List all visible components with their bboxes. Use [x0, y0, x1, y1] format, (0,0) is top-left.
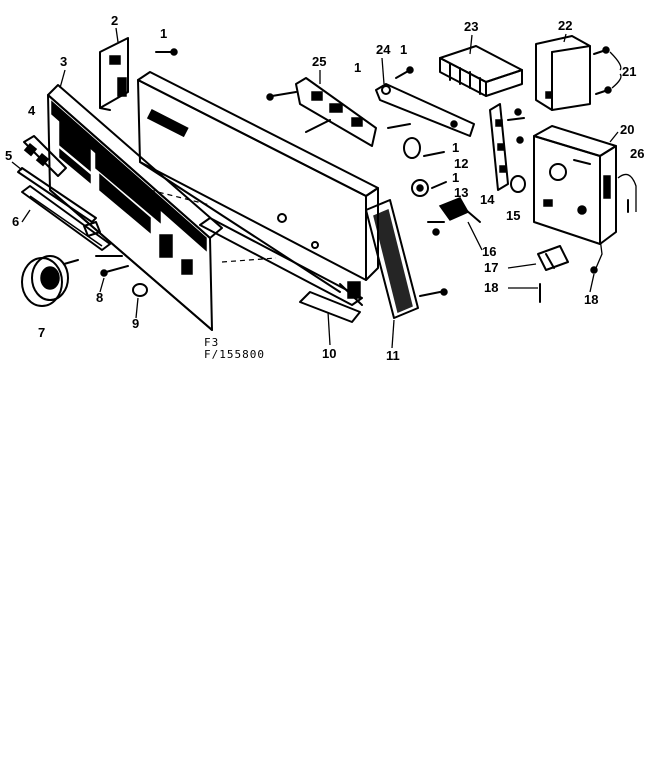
label-part-8: 8: [96, 290, 103, 305]
alignment-lines: [149, 189, 277, 263]
figure-number: F3: [204, 336, 219, 349]
label-part-5: 5: [5, 148, 12, 163]
label-part-6: 6: [12, 214, 19, 229]
figure-reference: F/155800: [204, 348, 265, 361]
screw: [100, 265, 129, 277]
screw: [395, 66, 414, 79]
clip: [83, 221, 101, 237]
label-part-1: 1: [400, 42, 407, 57]
switch-block: [23, 135, 67, 177]
screw-pair: [593, 46, 622, 95]
label-part-3: 3: [60, 54, 67, 69]
label-part-7: 7: [38, 325, 45, 340]
plug: [132, 283, 148, 297]
nut: [411, 179, 447, 197]
leader-lines: [11, 27, 619, 349]
label-part-1: 1: [452, 140, 459, 155]
label-part-25: 25: [312, 54, 326, 69]
connector: [427, 197, 481, 236]
switch-strip: [489, 103, 525, 191]
label-part-14: 14: [480, 192, 495, 207]
label-part-18: 18: [484, 280, 498, 295]
console-housing: [137, 71, 379, 323]
label-part-17: 17: [484, 260, 498, 275]
lamp: [510, 175, 526, 193]
control-panel-face: [47, 84, 223, 331]
label-part-4: 4: [28, 103, 36, 118]
label-part-24: 24: [376, 42, 391, 57]
label-part-1: 1: [452, 170, 459, 185]
control-knob: [21, 255, 79, 307]
filter-panel: [365, 199, 448, 319]
label-part-18: 18: [584, 292, 598, 307]
cam-part: [403, 137, 445, 159]
bracket-plate: [266, 77, 377, 147]
bracket-arm: [375, 83, 475, 137]
label-part-23: 23: [464, 19, 478, 34]
label-part-22: 22: [558, 18, 572, 33]
label-part-20: 20: [620, 122, 634, 137]
mounting-bracket: [99, 37, 129, 111]
button-bar: [21, 185, 111, 251]
label-part-1: 1: [160, 26, 167, 41]
label-part-11: 11: [386, 348, 400, 363]
plug-block: [537, 245, 569, 271]
label-part-15: 15: [506, 208, 520, 223]
callout-labels: 1 2 3 4 5 6 7 8 9 10 11 25 1 24 1 23 22 …: [5, 13, 644, 363]
label-part-26: 26: [630, 146, 644, 161]
figure-caption: F3 F/155800: [204, 336, 265, 361]
label-part-16: 16: [482, 244, 496, 259]
timer-unit: [533, 125, 617, 245]
screw: [155, 48, 178, 56]
label-part-13: 13: [454, 185, 468, 200]
label-part-9: 9: [132, 316, 139, 331]
label-part-12: 12: [454, 156, 468, 171]
label-part-21: 21: [622, 64, 636, 79]
cover: [535, 35, 591, 111]
terminal-block: [439, 45, 523, 97]
label-part-2: 2: [111, 13, 118, 28]
label-part-10: 10: [322, 346, 336, 361]
label-part-1: 1: [354, 60, 361, 75]
wire-lead: [590, 237, 603, 274]
wire-lead: [617, 173, 637, 213]
